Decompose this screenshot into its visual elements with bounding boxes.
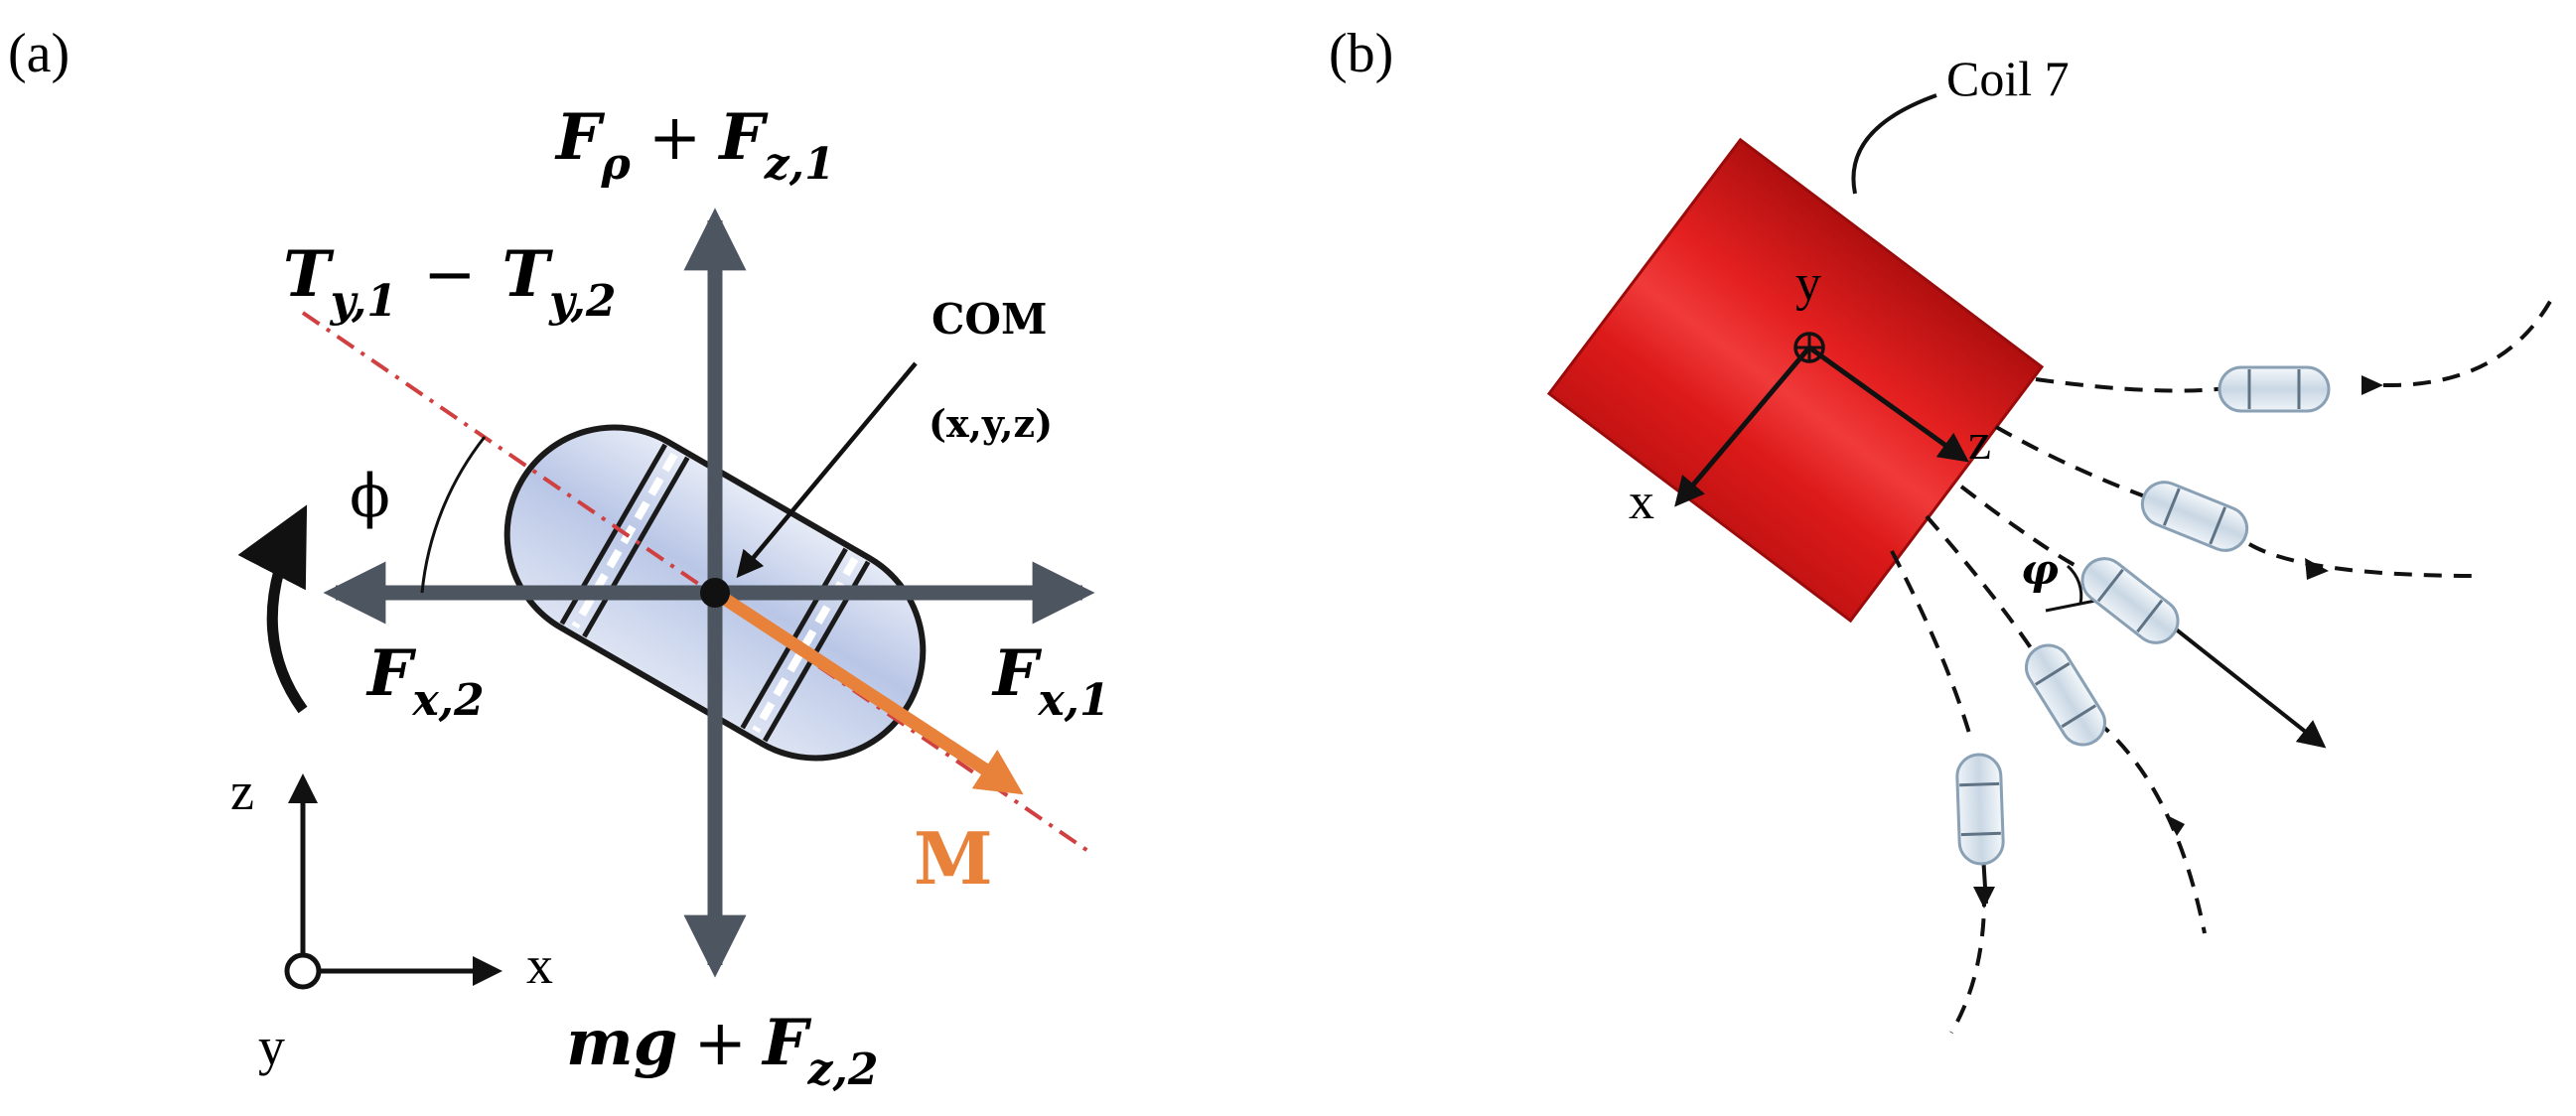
label-coil: Coil 7 <box>1946 51 2070 106</box>
axis-label-x: x <box>526 935 553 995</box>
label-force-bottom: mg+Fz,2 <box>566 1006 878 1095</box>
trajectory-5-tail <box>1949 888 1987 1035</box>
label-moment: M <box>914 816 993 901</box>
arrowhead-1 <box>2361 375 2383 395</box>
trajectory-arrowheads <box>1973 375 2383 908</box>
coil <box>1546 137 2045 624</box>
panel-b-label: (b) <box>1329 23 1393 84</box>
label-torque: Ty,1−Ty,2 <box>283 237 616 327</box>
coil-axis-label-x: x <box>1629 474 1654 530</box>
phi-angle-symbol: φ <box>2021 545 2059 594</box>
label-force-right: Fx,1 <box>991 636 1110 726</box>
coil-axis-label-y: y <box>1795 255 1821 312</box>
trajectory-5 <box>1890 550 1973 741</box>
trajectory-4 <box>1925 514 2038 657</box>
coil-axes: y x z <box>1629 255 1991 530</box>
label-force-top: Fρ+Fz,1 <box>554 100 835 190</box>
direction-line-3 <box>2163 619 2327 749</box>
panel-a-label: (a) <box>8 23 70 84</box>
capsule-b-2 <box>2140 481 2249 552</box>
label-force-left: Fx,2 <box>365 636 485 726</box>
angle-arc-phi <box>420 436 487 594</box>
trajectory-1 <box>2035 377 2235 393</box>
trajectory-1-tail <box>2382 297 2554 388</box>
coil-label-leader <box>1851 93 1937 195</box>
label-com-coords: (x,y,z) <box>929 401 1053 446</box>
angle-phi-symbol: ϕ <box>350 462 390 531</box>
moment-arrow <box>713 588 1024 795</box>
label-com: COM <box>931 295 1048 344</box>
rotation-arrow <box>237 504 308 714</box>
trajectory-2-tail <box>2247 542 2479 578</box>
axis-label-y: y <box>258 1017 285 1076</box>
arrowhead-2 <box>2305 558 2329 580</box>
trajectories <box>1890 297 2554 1035</box>
trajectory-2 <box>1995 425 2146 498</box>
com-pointer-arrow <box>736 361 918 579</box>
capsule-axis-line <box>301 311 1094 856</box>
coil-axis-label-z: z <box>1968 414 1991 471</box>
trajectory-3 <box>1959 485 2086 573</box>
panel-a: (a) ϕ <box>8 23 1110 1095</box>
coordinate-axes-a: z x y <box>230 762 553 1076</box>
axis-label-z: z <box>230 762 254 821</box>
panel-b: (b) Coil 7 y x z <box>1329 23 2554 1035</box>
arrowhead-4 <box>2165 814 2185 836</box>
capsule-b-1 <box>2218 365 2331 413</box>
capsule-b-3 <box>2080 557 2180 644</box>
phi-angle-arc <box>2066 564 2083 605</box>
capsule-b-5 <box>1955 753 2005 866</box>
capsule-b-4 <box>2025 643 2106 747</box>
trajectory-4-tail <box>2093 718 2207 934</box>
com-dot <box>700 578 730 608</box>
